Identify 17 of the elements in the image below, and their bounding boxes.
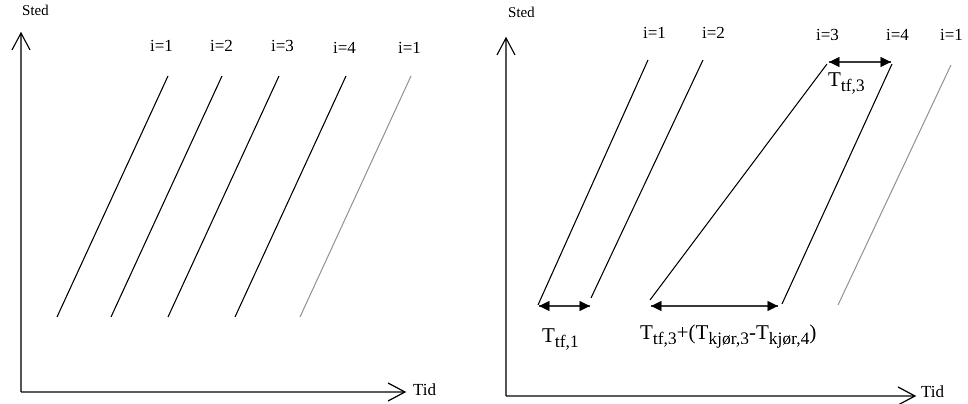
axis-label: Tid [413, 381, 436, 400]
series-label: i=4 [886, 26, 909, 45]
dimension-label: T$_{tf,3}$+(T$_{kjør,3}$-T$_{kjør,4}$) [640, 321, 816, 348]
series-label: i=2 [702, 24, 725, 43]
series-label: i=1 [398, 39, 421, 58]
series-label: i=1 [150, 37, 173, 56]
dimension-label: T$_{tf,3}$ [828, 68, 865, 96]
dimension-label: T$_{tf,1}$ [542, 324, 579, 352]
series-label: i=2 [210, 37, 233, 56]
series-label: i=1 [643, 24, 666, 43]
axis-label: Tid [921, 383, 944, 402]
series-label: i=3 [816, 26, 839, 45]
series-label: i=4 [333, 39, 356, 58]
axis-label: Sted [508, 5, 535, 22]
series-label: i=3 [271, 37, 294, 56]
axis-label: Sted [22, 3, 49, 20]
series-label: i=1 [940, 26, 963, 45]
